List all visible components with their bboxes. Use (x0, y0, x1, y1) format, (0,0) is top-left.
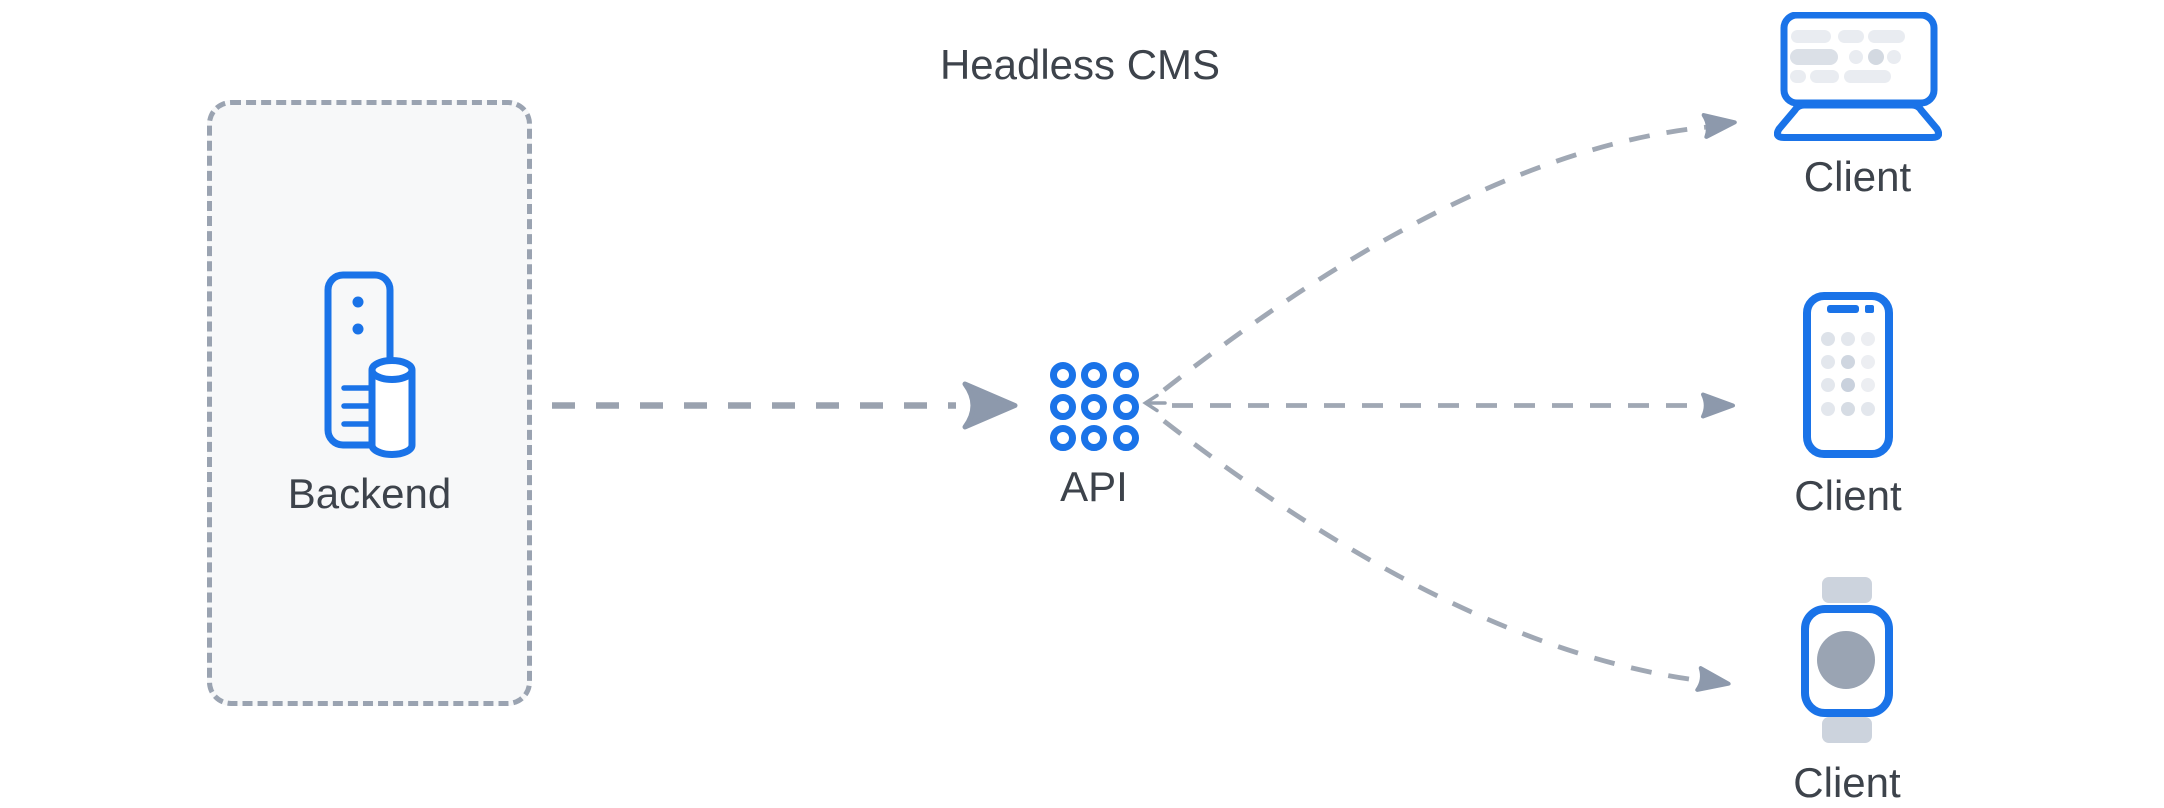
laptop-icon (1773, 11, 1942, 141)
api-dot (1112, 425, 1139, 451)
backend-to-api-arrow (552, 381, 1018, 430)
backend-label: Backend (287, 470, 452, 517)
client-label: Client (1803, 153, 1912, 200)
api-dot (1081, 393, 1107, 420)
api-dot (1081, 362, 1107, 388)
api-dot (1081, 425, 1107, 451)
api-dot (1112, 393, 1139, 420)
client-label: Client (1793, 759, 1901, 806)
api-label: API (1060, 463, 1128, 510)
client-phone: Client (1773, 292, 1923, 517)
client-laptop: Client (1765, 11, 1950, 200)
api-to-phone-arrow (1172, 392, 1735, 419)
api-node: API (1009, 362, 1179, 508)
fan-origin-arrow (1142, 393, 1167, 413)
api-grid-icon (1049, 362, 1139, 451)
backend-zone: Backend (207, 100, 532, 706)
api-dot (1049, 362, 1076, 388)
api-dot (1049, 425, 1076, 451)
client-watch: Client (1771, 575, 1923, 804)
smartwatch-icon (1801, 577, 1893, 743)
api-dot (1112, 362, 1139, 388)
api-dot (1049, 393, 1076, 420)
api-to-watch-arrow (1162, 419, 1731, 692)
phone-icon (1803, 292, 1893, 458)
diagram-title: Headless CMS (939, 41, 1221, 88)
api-to-laptop-arrow (1162, 113, 1737, 392)
client-label: Client (1794, 472, 1902, 519)
server-icon (324, 271, 416, 466)
